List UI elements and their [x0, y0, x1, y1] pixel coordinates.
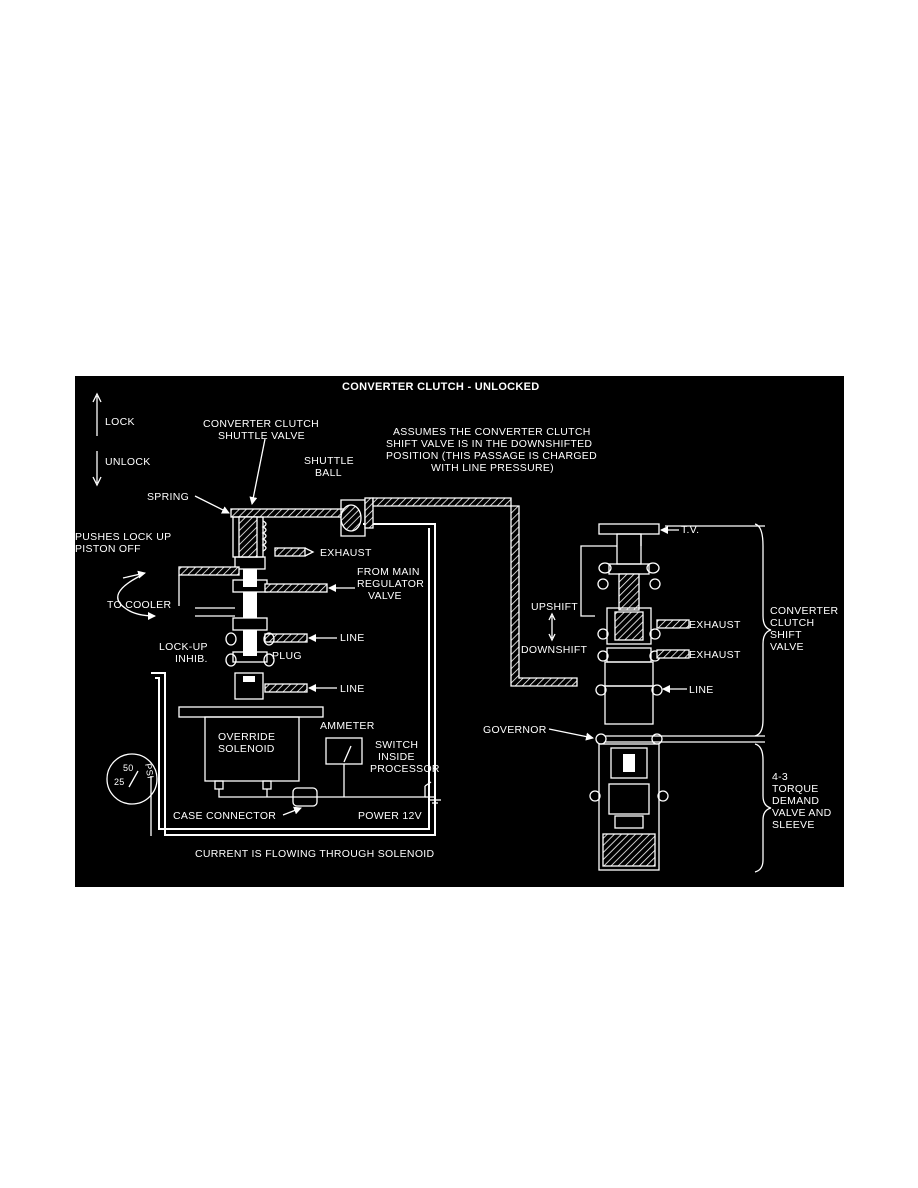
ammeter-icon	[325, 737, 363, 765]
shuttle-ball	[340, 497, 374, 537]
pushes-label-2: PISTON OFF	[75, 543, 141, 555]
line-lower-label: LINE	[340, 683, 365, 695]
line-right-label: LINE	[689, 684, 714, 696]
note-line-1: ASSUMES THE CONVERTER CLUTCH	[393, 426, 591, 438]
diagram-title: CONVERTER CLUTCH - UNLOCKED	[342, 381, 540, 393]
override-solenoid-label-1: OVERRIDE	[218, 731, 275, 743]
power-label: POWER 12V	[358, 810, 422, 822]
gauge-unit: PSI	[143, 763, 156, 780]
upshift-label: UPSHIFT	[531, 601, 578, 613]
lock-label: LOCK	[105, 416, 135, 428]
current-label: CURRENT IS FLOWING THROUGH SOLENOID	[195, 848, 434, 860]
override-solenoid-label-2: SOLENOID	[218, 743, 275, 755]
cc-shift-valve-label-3: SHIFT	[770, 629, 802, 641]
note-line-3: POSITION (THIS PASSAGE IS CHARGED	[386, 450, 597, 462]
downshift-label: DOWNSHIFT	[521, 644, 588, 656]
exhaust-right-1-label: EXHAUST	[689, 619, 741, 631]
plug-label: PLUG	[272, 650, 302, 662]
governor-label: GOVERNOR	[483, 724, 547, 736]
shuttle-valve-label-2: SHUTTLE VALVE	[218, 430, 305, 442]
switch-label-3: PROCESSOR	[370, 763, 440, 775]
tv-label: T.V.	[681, 524, 699, 536]
switch-label-2: INSIDE	[378, 751, 415, 763]
shuttle-valve-body	[178, 508, 350, 700]
note-line-2: SHIFT VALVE IS IN THE DOWNSHIFTED	[386, 438, 592, 450]
ammeter-label: AMMETER	[320, 720, 375, 732]
from-main-label-1: FROM MAIN	[357, 566, 420, 578]
pressure-gauge-icon	[106, 753, 158, 805]
cc-shift-valve-label-2: CLUTCH	[770, 617, 814, 629]
cc-shift-valve-label-4: VALVE	[770, 641, 804, 653]
case-connector-label: CASE CONNECTOR	[173, 810, 276, 822]
exhaust-left-label: EXHAUST	[320, 547, 372, 559]
note-line-4: WITH LINE PRESSURE)	[431, 462, 554, 474]
converter-clutch-diagram: CONVERTER CLUTCH - UNLOCKED LOCK UNLOCK …	[75, 376, 844, 887]
torque-demand-label-4: VALVE AND	[772, 807, 832, 819]
unlock-label: UNLOCK	[105, 456, 151, 468]
shuttle-ball-label-1: SHUTTLE	[304, 455, 354, 467]
gauge-value-25: 25	[114, 777, 125, 787]
torque-demand-valve	[589, 743, 669, 871]
cc-shift-valve-label-1: CONVERTER	[770, 605, 839, 617]
to-cooler-label: TO COOLER	[107, 599, 171, 611]
line-pressure-passage	[372, 497, 578, 687]
shuttle-ball-label-2: BALL	[315, 467, 342, 479]
lockup-inhib-label-1: LOCK-UP	[159, 641, 208, 653]
gauge-value-50: 50	[123, 763, 134, 773]
exhaust-right-2-label: EXHAUST	[689, 649, 741, 661]
lock-unlock-arrows	[92, 392, 102, 487]
shuttle-valve-label-1: CONVERTER CLUTCH	[203, 418, 319, 430]
from-main-label-3: VALVE	[368, 590, 402, 602]
line-top-label: LINE	[340, 632, 365, 644]
pushes-label-1: PUSHES LOCK UP	[75, 531, 171, 543]
lockup-inhib-label-2: INHIB.	[175, 653, 208, 665]
spring-label: SPRING	[147, 491, 189, 503]
diagram-canvas: CONVERTER CLUTCH - UNLOCKED LOCK UNLOCK …	[75, 381, 839, 873]
torque-demand-label-5: SLEEVE	[772, 819, 815, 831]
torque-demand-brace	[754, 743, 772, 873]
switch-label-1: SWITCH	[375, 739, 418, 751]
cc-shift-valve-brace	[754, 523, 772, 737]
torque-demand-label-1: 4-3	[772, 771, 788, 783]
from-main-label-2: REGULATOR	[357, 578, 424, 590]
torque-demand-label-2: TORQUE	[772, 783, 819, 795]
cc-shift-valve	[580, 523, 765, 745]
torque-demand-label-3: DEMAND	[772, 795, 819, 807]
